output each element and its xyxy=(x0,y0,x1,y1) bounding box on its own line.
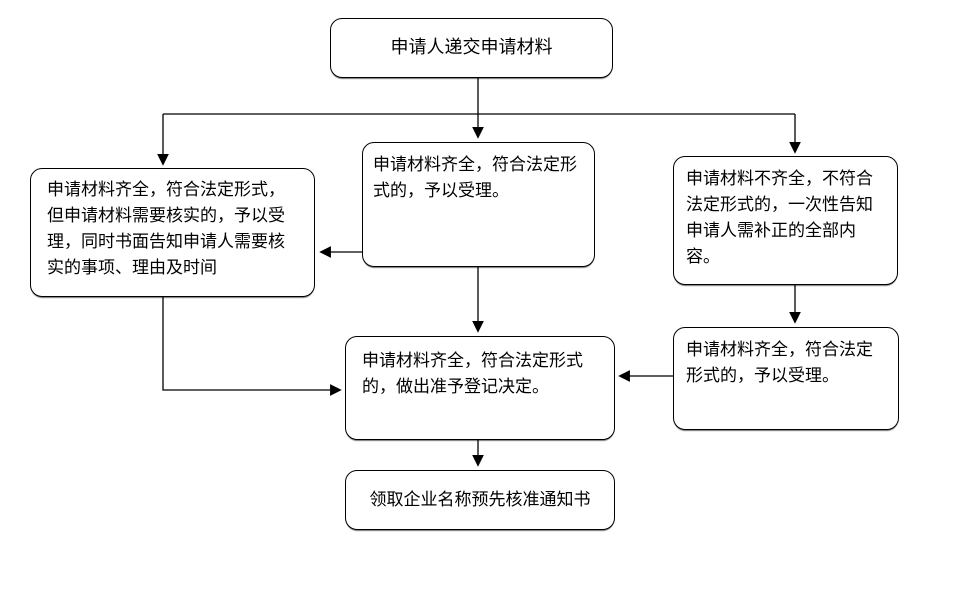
node-applicant-submits-materials: 申请人递交申请材料 xyxy=(330,18,613,78)
node-materials-complete-accepted: 申请材料齐全，符合法定形式的，予以受理。 xyxy=(362,142,595,267)
node-label: 领取企业名称预先核准通知书 xyxy=(369,490,591,510)
node-label: 申请人递交申请材料 xyxy=(390,37,553,58)
node-accepted-needs-verification: 申请材料齐全，符合法定形式，但申请材料需要核实的，予以受理，同时书面告知申请人需… xyxy=(30,168,315,297)
connector-verify-to-decision xyxy=(162,297,342,396)
node-receive-name-approval-notice: 领取企业名称预先核准通知书 xyxy=(345,470,615,530)
node-materials-complete-accepted-2: 申请材料齐全，符合法定形式的，予以受理。 xyxy=(673,327,899,430)
node-registration-approval-decision: 申请材料齐全，符合法定形式的，做出准予登记决定。 xyxy=(345,336,615,440)
node-materials-incomplete-notify: 申请材料不齐全，不符合法定形式的，一次性告知申请人需补正的全部内容。 xyxy=(673,156,898,285)
